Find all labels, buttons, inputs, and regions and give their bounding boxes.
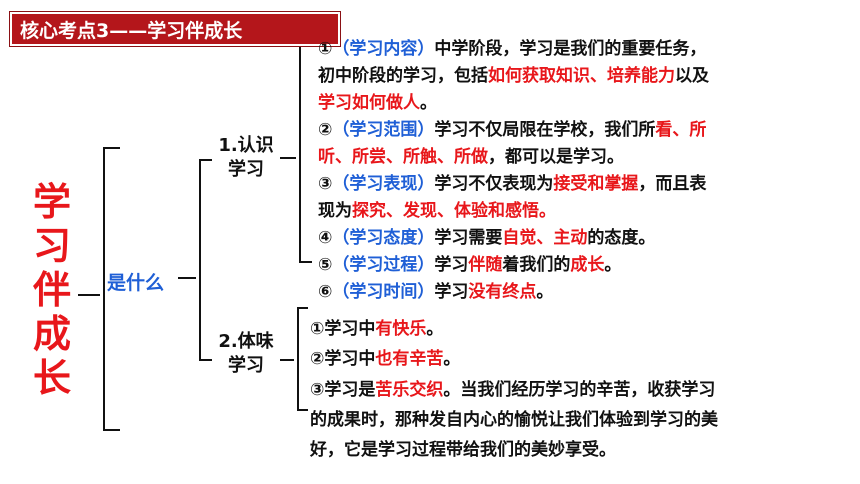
item-tag: （学习过程） (332, 255, 435, 275)
item-tag: （学习表现） (332, 174, 435, 194)
text-run: 如何获取知识、培养能力 (488, 66, 675, 86)
item-number: ⑥ (318, 282, 333, 302)
item-line: ⑥（学习时间）学习没有终点。 (318, 279, 553, 306)
item-line: ④（学习态度）学习需要自觉、主动的态度。 (318, 225, 655, 252)
root-char: 伴 (32, 268, 71, 312)
text-run: 学习需要 (434, 228, 503, 248)
text-run: ③学习是 (310, 380, 376, 400)
text-run: 学习不仅表现为 (434, 174, 554, 194)
item-line: 的成果时，那种发自内心的愉悦让我们体验到学习的美 (310, 405, 718, 435)
text-run: 接受和掌握 (553, 174, 639, 194)
recognize-item: ①（学习内容）中学阶段，学习是我们的重要任务，初中阶段的学习，包括如何获取知识、… (318, 36, 709, 117)
text-run: ②学习中 (310, 349, 376, 369)
recognize-item: ③（学习表现）学习不仅表现为接受和掌握，而且表现为探究、发现、体验和感悟。 (318, 171, 706, 225)
text-run: 有快乐 (375, 319, 427, 339)
sub-label-recognize: 1.认识 学习 (214, 134, 278, 182)
recognize-item: ⑥（学习时间）学习没有终点。 (318, 279, 553, 306)
text-run: 以及 (675, 66, 709, 86)
text-run: 。当我们经历学习的辛苦，收获学习 (443, 380, 716, 400)
item-line: 好，它是学习过程带给我们的美妙享受。 (310, 435, 718, 465)
text-run: 学习 (434, 282, 469, 302)
text-run: 初中阶段的学习，包括 (318, 66, 488, 86)
root-char: 学 (32, 180, 71, 224)
text-run: 的成果时，那种发自内心的愉悦让我们体验到学习的美 (310, 410, 718, 430)
root-char: 习 (32, 224, 71, 268)
item-line: 现为探究、发现、体验和感悟。 (318, 198, 706, 225)
root-char: 长 (32, 356, 71, 400)
recognize-item: ⑤（学习过程）学习伴随着我们的成长。 (318, 252, 621, 279)
text-run: 听、所尝、所触、所做 (318, 147, 488, 167)
item-tag: （学习范围） (332, 120, 435, 140)
text-run: 伴随 (468, 255, 503, 275)
item-number: ③ (318, 174, 333, 194)
root-label: 学习伴成长 (28, 180, 76, 400)
sub-label-line: 学习 (228, 159, 264, 180)
title-banner: 核心考点3——学习伴成长 (10, 12, 340, 46)
item-number: ② (318, 120, 333, 140)
text-run: ，都可以是学习。 (488, 147, 624, 167)
item-line: 听、所尝、所触、所做，都可以是学习。 (318, 144, 706, 171)
text-run: 好，它是学习过程带给我们的美妙享受。 (310, 440, 616, 460)
recognize-item: ②（学习范围）学习不仅局限在学校，我们所看、所听、所尝、所触、所做，都可以是学习… (318, 117, 706, 171)
text-run: 。 (426, 319, 444, 339)
sub-label-line: 2.体味 (218, 331, 274, 352)
sub-label-experience: 2.体味 学习 (214, 330, 278, 378)
text-run: 成长 (570, 255, 605, 275)
text-run: 。 (604, 255, 622, 275)
text-run: 的态度。 (587, 228, 656, 248)
sub-label-line: 1.认识 (218, 135, 274, 156)
text-run: 。 (536, 282, 554, 302)
sub-label-line: 学习 (228, 355, 264, 376)
text-run: 苦乐交织 (375, 380, 444, 400)
item-line: 初中阶段的学习，包括如何获取知识、培养能力以及 (318, 63, 709, 90)
item-line: ①学习中有快乐。 (310, 314, 443, 344)
text-run: 中学阶段，学习是我们的重要任务， (434, 39, 707, 59)
item-line: 学习如何做人。 (318, 90, 709, 117)
text-run: 。 (443, 349, 461, 369)
text-run: 没有终点 (468, 282, 537, 302)
text-run: 现为 (318, 201, 352, 221)
item-line: ③学习是苦乐交织。当我们经历学习的辛苦，收获学习 (310, 375, 718, 405)
recognize-item: ④（学习态度）学习需要自觉、主动的态度。 (318, 225, 655, 252)
item-number: ⑤ (318, 255, 333, 275)
item-number: ④ (318, 228, 333, 248)
text-run: 学习如何做人 (318, 93, 420, 113)
text-run: ①学习中 (310, 319, 376, 339)
mid-label-what: 是什么 (107, 272, 165, 294)
text-run: 看、所 (655, 120, 707, 140)
experience-item: ③学习是苦乐交织。当我们经历学习的辛苦，收获学习的成果时，那种发自内心的愉悦让我… (310, 375, 718, 465)
text-run: 也有辛苦 (375, 349, 444, 369)
item-line: ②（学习范围）学习不仅局限在学校，我们所看、所 (318, 117, 706, 144)
text-run: ，而且表 (638, 174, 707, 194)
item-tag: （学习时间） (332, 282, 435, 302)
root-char: 成 (32, 312, 71, 356)
item-number: ① (318, 39, 333, 59)
item-line: ①（学习内容）中学阶段，学习是我们的重要任务， (318, 36, 709, 63)
item-line: ②学习中也有辛苦。 (310, 344, 460, 374)
text-run: 学习不仅局限在学校，我们所 (434, 120, 656, 140)
experience-item: ①学习中有快乐。 (310, 314, 443, 344)
item-tag: （学习态度） (332, 228, 435, 248)
item-tag: （学习内容） (332, 39, 435, 59)
item-line: ③（学习表现）学习不仅表现为接受和掌握，而且表 (318, 171, 706, 198)
text-run: 学习 (434, 255, 469, 275)
experience-item: ②学习中也有辛苦。 (310, 344, 460, 374)
text-run: 。 (420, 93, 437, 113)
text-run: 探究、发现、体验和感悟。 (352, 201, 556, 221)
item-line: ⑤（学习过程）学习伴随着我们的成长。 (318, 252, 621, 279)
text-run: 自觉、主动 (502, 228, 588, 248)
text-run: 着我们的 (502, 255, 571, 275)
